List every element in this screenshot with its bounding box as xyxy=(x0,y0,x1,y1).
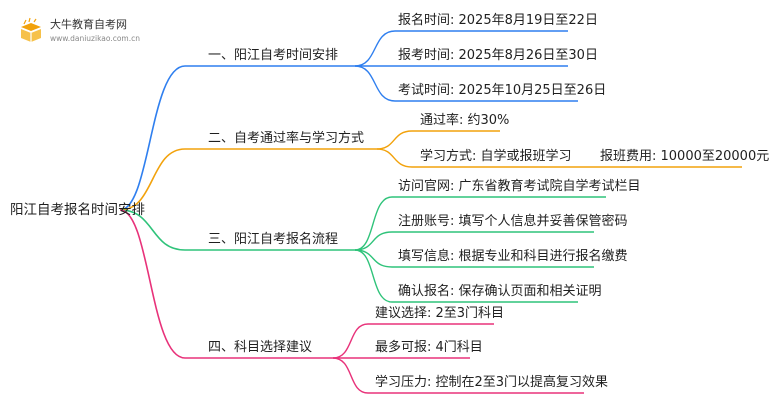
b4-leaf-pressure: 学习压力: 控制在2至3门以提高复习效果 xyxy=(375,375,609,390)
branch-4-label: 四、科目选择建议 xyxy=(208,340,313,355)
b4-leaf-max: 最多可报: 4门科目 xyxy=(375,340,483,355)
b1-leaf-registration: 报名时间: 2025年8月19日至22日 xyxy=(398,13,598,28)
branch-2-label: 二、自考通过率与学习方式 xyxy=(208,131,365,146)
connector-b1-leaf-1 xyxy=(354,30,396,67)
b1-leaf-exam: 考试时间: 2025年10月25日至26日 xyxy=(398,83,607,98)
connector-b2-leaf-2 xyxy=(376,148,413,168)
connector-b2-leaf-1 xyxy=(376,130,413,150)
connector-b3-leaf-1 xyxy=(354,196,393,251)
b3-leaf-visit-site: 访问官网: 广东省教育考试院自学考试栏目 xyxy=(398,179,641,194)
mindmap-canvas: 大牛教育自考网 www.daniuzikao.com.cn 阳江自考报名时间安排… xyxy=(10,13,769,394)
connector-b4-leaf-1 xyxy=(332,323,369,359)
logo-name: 大牛教育自考网 xyxy=(50,18,127,31)
b2-leaf-pass-rate: 通过率: 约30% xyxy=(420,113,510,128)
connector-root-branch-4 xyxy=(119,209,186,359)
connector-root-branch-2 xyxy=(119,148,186,211)
b3-leaf-confirm: 确认报名: 保存确认页面和相关证明 xyxy=(398,284,602,299)
book-logo-icon xyxy=(21,17,41,42)
connector-root-branch-1 xyxy=(119,65,186,211)
connector-b4-leaf-3 xyxy=(332,357,369,394)
b2-leaf-study-method: 学习方式: 自学或报班学习 xyxy=(420,149,572,164)
site-logo: 大牛教育自考网 www.daniuzikao.com.cn xyxy=(14,14,154,48)
b1-leaf-application: 报考时间: 2025年8月26日至30日 xyxy=(398,48,598,63)
connector-b3-leaf-4 xyxy=(354,249,393,303)
branch-1-label: 一、阳江自考时间安排 xyxy=(208,48,339,63)
connector-root-branch-3 xyxy=(119,209,186,251)
root-topic: 阳江自考报名时间安排 xyxy=(10,202,145,218)
b2-sub-class-fee: 报班费用: 10000至20000元 xyxy=(600,149,769,164)
connector-b1-leaf-3 xyxy=(354,65,396,102)
branch-3-label: 三、阳江自考报名流程 xyxy=(208,232,339,247)
connector-b3-leaf-2 xyxy=(354,231,393,251)
b3-leaf-fill-info: 填写信息: 根据专业和科目进行报名缴费 xyxy=(398,249,628,264)
mindmap-connectors xyxy=(119,30,742,394)
connector-b3-leaf-3 xyxy=(354,249,393,268)
b4-leaf-suggestion: 建议选择: 2至3门科目 xyxy=(375,306,505,321)
logo-url: www.daniuzikao.com.cn xyxy=(50,34,140,43)
b3-leaf-register-account: 注册账号: 填写个人信息并妥善保管密码 xyxy=(398,214,628,229)
